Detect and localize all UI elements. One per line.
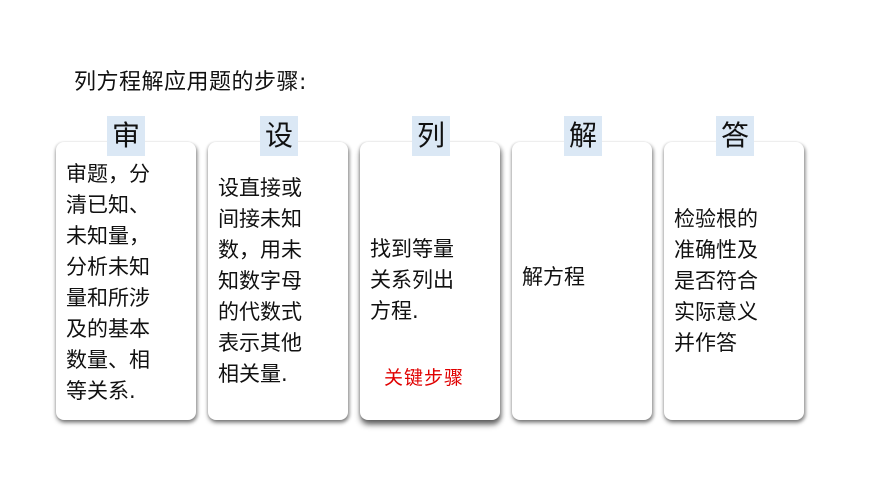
step-description: 找到等量 关系列出 方程. bbox=[370, 237, 454, 323]
step-card bbox=[360, 142, 500, 420]
step-card bbox=[512, 142, 652, 420]
step-card bbox=[208, 142, 348, 420]
step-solve: 解 解方程 bbox=[512, 116, 654, 424]
step-title: 审 bbox=[107, 116, 145, 156]
key-step-note: 关键步骤 bbox=[384, 367, 465, 389]
step-title: 解 bbox=[564, 116, 602, 156]
page-heading: 列方程解应用题的步骤: bbox=[74, 70, 307, 95]
step-card bbox=[664, 142, 804, 420]
step-set-unknown: 设 设直接或 间接未知 数，用未 知数字母 的代数式 表示其他 相关量. bbox=[208, 116, 350, 424]
step-title: 答 bbox=[716, 116, 754, 156]
step-description: 检验根的 准确性及 是否符合 实际意义 并作答 bbox=[674, 207, 758, 355]
step-card bbox=[56, 142, 196, 420]
step-title: 列 bbox=[412, 116, 450, 156]
step-review: 审 审题，分 清已知、 未知量， 分析未知 量和所涉 及的基本 数量、相 等关系… bbox=[56, 116, 198, 424]
step-description: 设直接或 间接未知 数，用未 知数字母 的代数式 表示其他 相关量. bbox=[218, 176, 302, 386]
step-title: 设 bbox=[260, 116, 298, 156]
step-answer: 答 检验根的 准确性及 是否符合 实际意义 并作答 bbox=[664, 116, 806, 424]
step-write-equation: 列 找到等量 关系列出 方程. 关键步骤 bbox=[360, 116, 502, 424]
step-description: 解方程 bbox=[522, 265, 585, 289]
step-description: 审题，分 清已知、 未知量， 分析未知 量和所涉 及的基本 数量、相 等关系. bbox=[66, 162, 150, 403]
